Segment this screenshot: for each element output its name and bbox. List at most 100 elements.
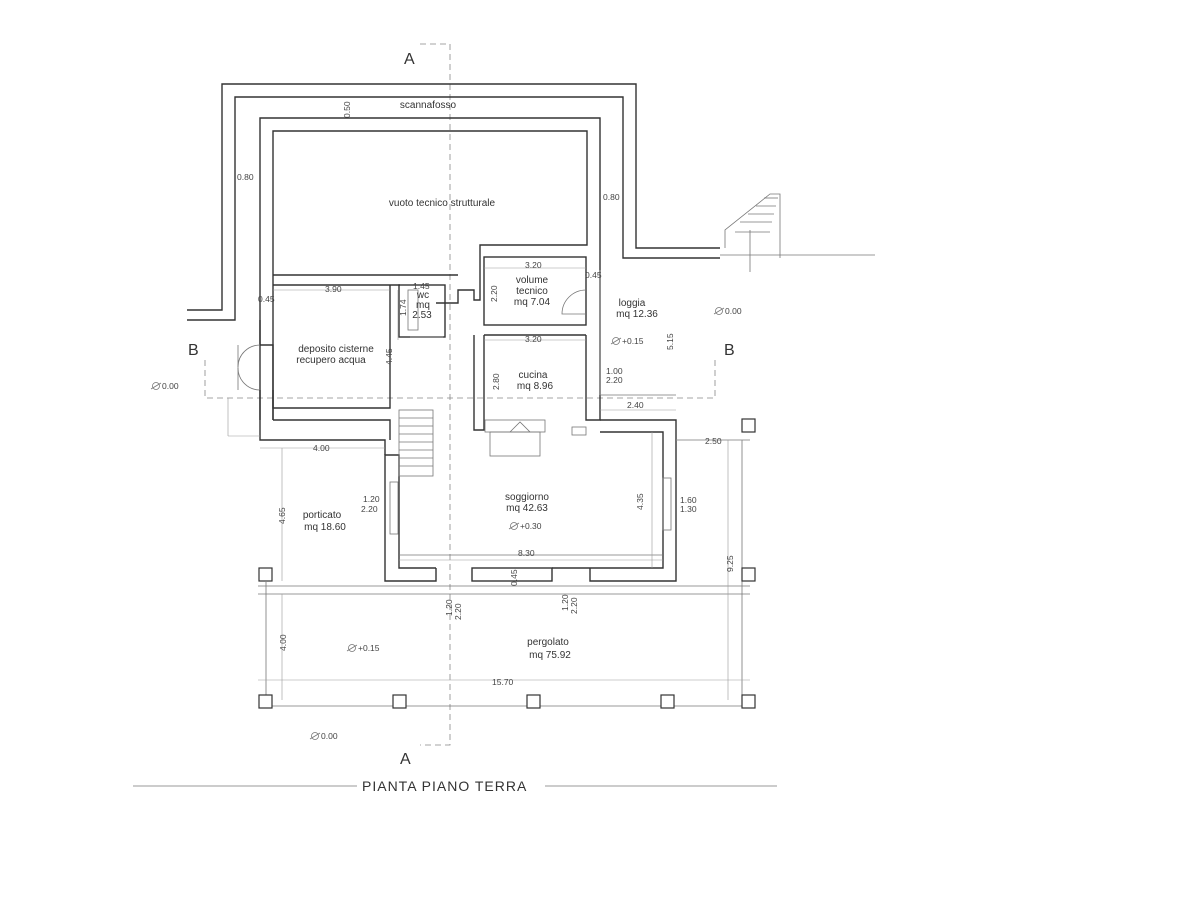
room-volume-area: mq 7.04: [514, 297, 551, 308]
svg-text:1.45: 1.45: [413, 281, 430, 291]
svg-text:2.20: 2.20: [569, 597, 579, 614]
level-marker-loggia-out: 0.00: [713, 306, 742, 316]
cucina-walls: [473, 335, 601, 457]
svg-text:0.00: 0.00: [725, 306, 742, 316]
svg-text:9.25: 9.25: [725, 555, 735, 572]
post: [258, 567, 273, 582]
svg-text:4.35: 4.35: [635, 493, 645, 510]
svg-text:0.00: 0.00: [321, 731, 338, 741]
level-marker-loggia-in: +0.15: [610, 336, 644, 346]
room-cucina-area: mq 8.96: [517, 381, 554, 392]
room-wc-area: 2.53: [412, 310, 432, 321]
room-pergolato-area: mq 75.92: [529, 650, 571, 661]
section-label-a-bottom: A: [400, 751, 411, 768]
soggiorno-walls: [384, 419, 677, 582]
room-deposito-name2: recupero acqua: [296, 355, 366, 366]
section-line-bb: [204, 360, 716, 399]
room-deposito-name: deposito cisterne: [298, 344, 374, 355]
svg-text:2.50: 2.50: [705, 436, 722, 446]
svg-text:+0.15: +0.15: [358, 643, 380, 653]
room-loggia-name: loggia: [619, 298, 646, 309]
room-volume-name: volume: [516, 275, 549, 286]
post: [526, 694, 541, 709]
level-marker-soggiorno: +0.30: [508, 521, 542, 531]
west-door: [237, 344, 261, 391]
svg-text:4.00: 4.00: [278, 634, 288, 651]
post: [741, 567, 756, 582]
dimension-lines: [227, 267, 750, 700]
drawing-title: PIANTA PIANO TERRA: [133, 778, 777, 794]
svg-text:1.60: 1.60: [680, 495, 697, 505]
level-symbol-icon: [311, 732, 319, 740]
section-line-aa: [420, 43, 451, 746]
stair-exterior: [724, 193, 781, 272]
inner-walls: [259, 117, 601, 420]
level-symbol-icon: [348, 644, 356, 652]
post: [392, 694, 407, 709]
section-label-b-left: B: [188, 342, 199, 359]
title-text: PIANTA PIANO TERRA: [362, 778, 527, 794]
svg-text:1.20: 1.20: [363, 494, 380, 504]
svg-text:1.00: 1.00: [606, 366, 623, 376]
room-scannafosso: scannafosso: [400, 100, 457, 111]
svg-text:0.45: 0.45: [585, 270, 602, 280]
level-marker-west: 0.00: [150, 381, 179, 391]
svg-text:0.00: 0.00: [162, 381, 179, 391]
level-symbol-icon: [715, 307, 723, 315]
svg-text:2.20: 2.20: [606, 375, 623, 385]
svg-text:4.65: 4.65: [277, 507, 287, 524]
dimension-texts: 0.50 0.80 0.80 0.45 3.90 1.45 1.74 3.20 …: [237, 101, 735, 687]
retaining-wall: [187, 83, 875, 321]
room-soggiorno-area: mq 42.63: [506, 503, 548, 514]
post: [741, 418, 756, 433]
level-symbol-icon: [612, 337, 620, 345]
room-soggiorno-name: soggiorno: [505, 492, 549, 503]
level-marker-south: 0.00: [309, 731, 338, 741]
svg-text:0.50: 0.50: [342, 101, 352, 118]
post: [660, 694, 675, 709]
svg-text:+0.30: +0.30: [520, 521, 542, 531]
room-cucina-name: cucina: [519, 370, 548, 381]
svg-text:3.90: 3.90: [325, 284, 342, 294]
svg-text:2.20: 2.20: [453, 603, 463, 620]
room-vuoto-tecnico: vuoto tecnico strutturale: [389, 198, 496, 209]
level-marker-pergolato: +0.15: [346, 643, 380, 653]
porticato-walls: [259, 390, 386, 455]
pergolato-structure: [258, 418, 756, 709]
svg-text:3.20: 3.20: [525, 260, 542, 270]
svg-text:4.45: 4.45: [384, 348, 394, 365]
room-wc-name: wc: [416, 290, 429, 301]
section-label-a-top: A: [404, 51, 415, 68]
svg-text:1.74: 1.74: [398, 299, 408, 316]
stair-interior: [398, 409, 434, 477]
svg-text:+0.15: +0.15: [622, 336, 644, 346]
room-wc-mq: mq: [416, 300, 430, 311]
post: [258, 694, 273, 709]
deposito-walls: [259, 284, 446, 440]
svg-text:1.30: 1.30: [680, 504, 697, 514]
svg-text:2.40: 2.40: [627, 400, 644, 410]
svg-text:0.45: 0.45: [258, 294, 275, 304]
svg-text:2.20: 2.20: [361, 504, 378, 514]
svg-text:15.70: 15.70: [492, 677, 514, 687]
svg-text:2.20: 2.20: [489, 285, 499, 302]
svg-text:3.20: 3.20: [525, 334, 542, 344]
svg-text:1.20: 1.20: [444, 599, 454, 616]
level-symbol-icon: [152, 382, 160, 390]
svg-text:4.00: 4.00: [313, 443, 330, 453]
svg-text:0.45: 0.45: [509, 569, 519, 586]
room-porticato-area: mq 18.60: [304, 522, 346, 533]
svg-text:2.80: 2.80: [491, 373, 501, 390]
room-loggia-area: mq 12.36: [616, 309, 658, 320]
svg-text:8.30: 8.30: [518, 548, 535, 558]
svg-text:0.80: 0.80: [603, 192, 620, 202]
post: [741, 694, 756, 709]
room-pergolato-name: pergolato: [527, 637, 569, 648]
svg-text:5.15: 5.15: [665, 333, 675, 350]
svg-text:1.20: 1.20: [560, 594, 570, 611]
section-label-b-right: B: [724, 342, 735, 359]
volume-tecnico-walls: [483, 256, 587, 336]
svg-text:0.80: 0.80: [237, 172, 254, 182]
room-volume-name2: tecnico: [516, 286, 548, 297]
